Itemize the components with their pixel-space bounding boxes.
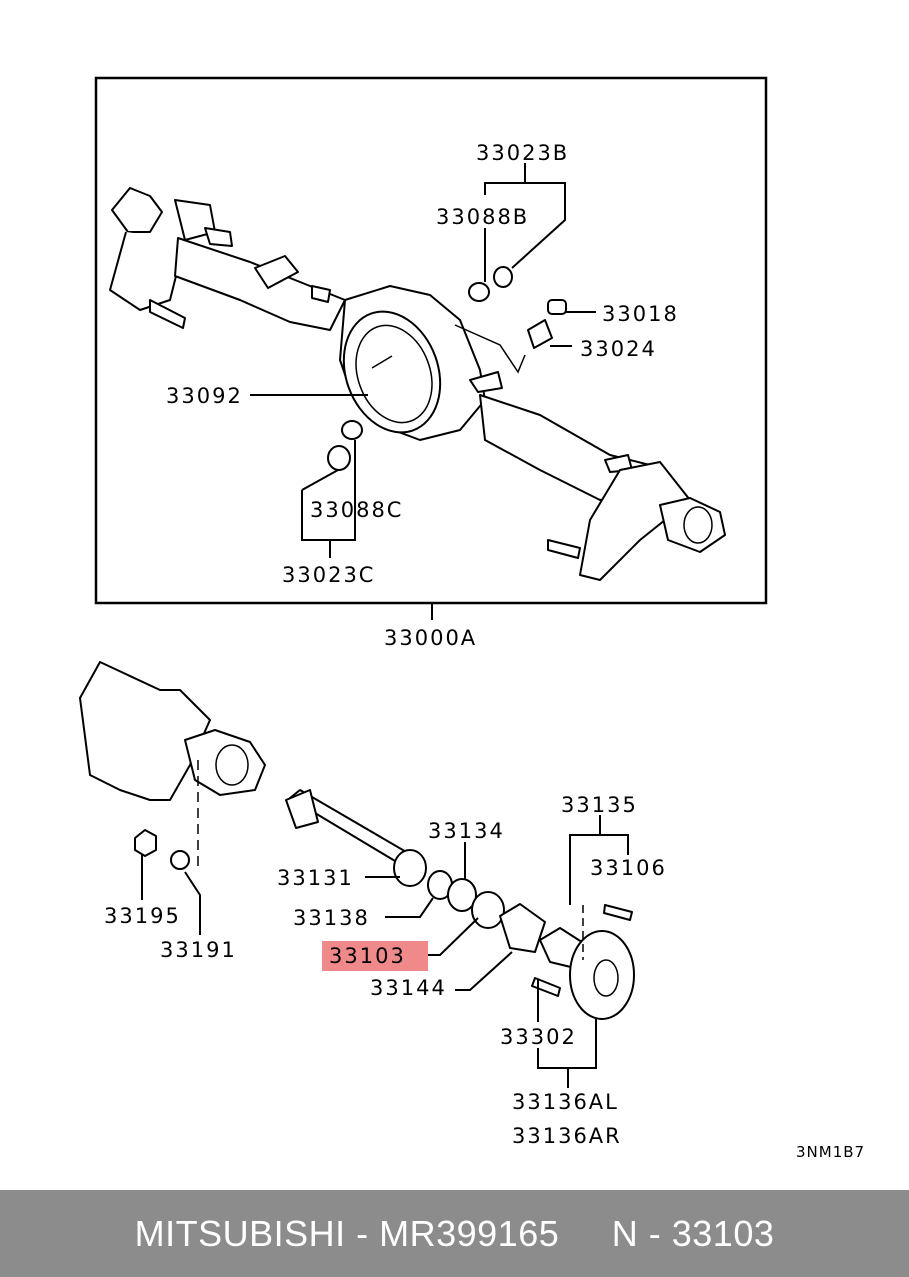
label-33136AL: 33136AL — [512, 1090, 619, 1114]
label-33088B: 33088B — [436, 205, 529, 229]
label-33088C: 33088C — [310, 498, 403, 522]
label-33144: 33144 — [370, 976, 447, 1000]
axle-shaft-exploded-drawing — [79, 661, 635, 1020]
label-33000A: 33000A — [384, 626, 477, 650]
label-33191: 33191 — [160, 938, 237, 962]
leader-lines-bottom — [141, 815, 629, 1088]
label-33018: 33018 — [602, 302, 679, 326]
label-33103: 33103 — [329, 944, 406, 968]
label-33138: 33138 — [293, 906, 370, 930]
figure-code: 3NM1B7 — [796, 1143, 865, 1161]
label-33023C: 33023C — [282, 563, 375, 587]
label-33131: 33131 — [277, 866, 354, 890]
highlight-33103 — [322, 941, 428, 971]
label-33136AR: 33136AR — [512, 1124, 622, 1148]
label-33195: 33195 — [104, 904, 181, 928]
label-33023B: 33023B — [476, 141, 569, 165]
label-33092: 33092 — [166, 384, 243, 408]
label-33135: 33135 — [561, 793, 638, 817]
axle-housing-drawing — [109, 187, 726, 581]
footer-text: MITSUBISHI - MR399165 N - 33103 — [134, 1212, 775, 1254]
label-33134: 33134 — [428, 819, 505, 843]
label-33302: 33302 — [500, 1025, 577, 1049]
part-number-footer: MITSUBISHI - MR399165 N - 33103 — [0, 1190, 909, 1277]
parts-diagram: 33023B 33088B 33018 33024 33092 33088C 3… — [79, 76, 865, 1161]
label-33106: 33106 — [590, 856, 667, 880]
leader-lines-top — [250, 163, 596, 620]
label-33024: 33024 — [580, 337, 657, 361]
